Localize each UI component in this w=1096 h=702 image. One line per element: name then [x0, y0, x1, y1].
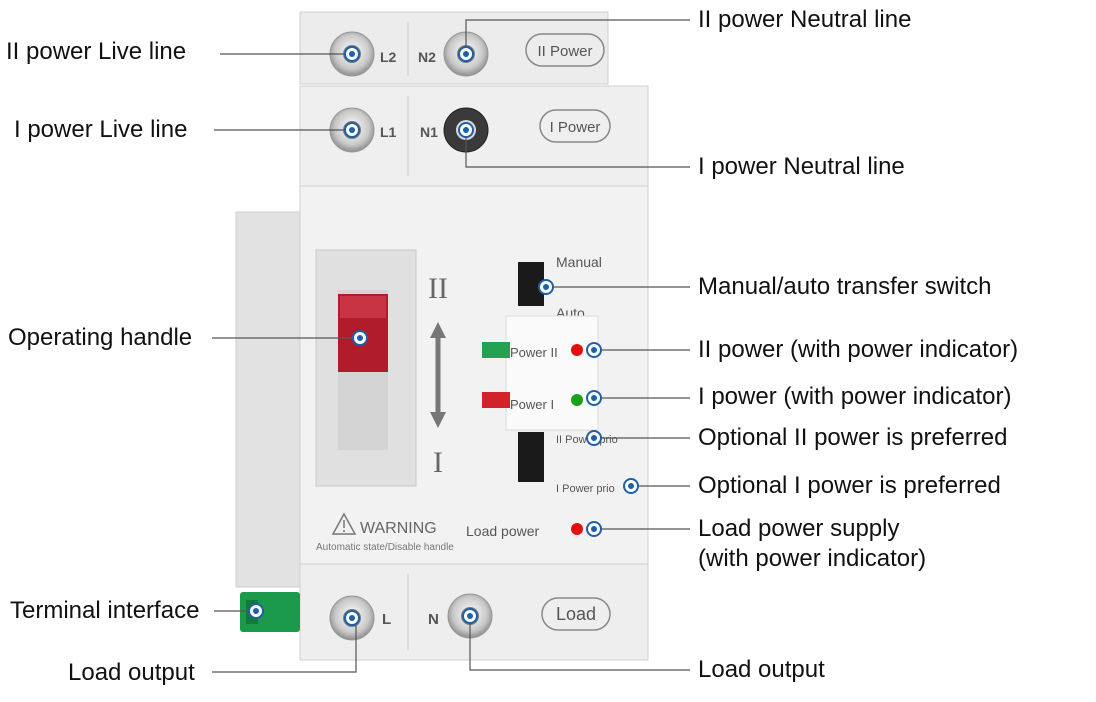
warning-subtitle: Automatic state/Disable handle	[316, 542, 454, 553]
handle-highlight	[340, 296, 386, 318]
label-power1: Power I	[510, 397, 554, 412]
marker-terminal	[248, 603, 264, 619]
warning-triangle-icon	[331, 512, 357, 535]
power1-led	[571, 394, 583, 406]
power1-color-tab	[482, 392, 510, 408]
power2-color-tab	[482, 342, 510, 358]
indicator-panel	[505, 315, 599, 431]
roman-2: II	[428, 272, 448, 305]
marker-power1	[586, 390, 602, 406]
callout-terminal: Terminal interface	[10, 597, 200, 624]
label-n: N	[428, 611, 439, 628]
load-power-led	[571, 523, 583, 535]
callout-p2-live: II power Live line	[6, 38, 187, 65]
badge-power1-outline	[539, 109, 611, 143]
marker-n1	[458, 122, 474, 138]
marker-load-n	[462, 608, 478, 624]
callout-load-output-left: Load output	[68, 659, 195, 686]
callout-p1-indicator: I power (with power indicator)	[698, 383, 1012, 410]
badge-power1: I Power	[550, 119, 601, 136]
marker-opt-p2	[586, 430, 602, 446]
label-l2: L2	[380, 49, 397, 65]
double-arrow-icon	[430, 322, 446, 428]
label-p1-prior: I Power prio	[556, 483, 615, 495]
callout-p1-live: I power Live line	[14, 116, 188, 143]
marker-n2	[458, 46, 474, 62]
badge-power2: II Power	[537, 43, 592, 60]
marker-load-power	[586, 521, 602, 537]
label-l1: L1	[380, 124, 397, 140]
marker-l1	[344, 122, 360, 138]
marker-manual-auto	[538, 279, 554, 295]
callout-p2-neutral: II power Neutral line	[698, 6, 912, 33]
warning-title: WARNING	[360, 520, 437, 537]
callout-load-supply: Load power supply (with power indicator)	[698, 515, 927, 572]
callout-load-output-right: Load output	[698, 656, 825, 683]
label-l: L	[382, 611, 391, 628]
callout-handle: Operating handle	[8, 324, 193, 351]
marker-l2	[344, 46, 360, 62]
label-manual: Manual	[556, 254, 602, 270]
marker-load-l	[344, 610, 360, 626]
label-n2: N2	[418, 49, 436, 65]
callout-markers	[248, 46, 639, 626]
marker-opt-p1	[623, 478, 639, 494]
badge-load: Load	[556, 604, 596, 624]
callout-p1-neutral: I power Neutral line	[698, 153, 905, 180]
callout-opt-p1: Optional I power is preferred	[698, 472, 1001, 499]
roman-1: I	[433, 446, 443, 479]
label-load-power: Load power	[466, 523, 540, 539]
badge-load-outline	[541, 597, 611, 631]
label-n1: N1	[420, 124, 438, 140]
priority-switch[interactable]	[518, 432, 544, 482]
leader-lines	[212, 19, 690, 673]
marker-handle	[352, 330, 368, 346]
marker-power2	[586, 342, 602, 358]
badge-power2-outline	[525, 33, 605, 67]
power2-led	[571, 344, 583, 356]
label-power2: Power II	[510, 345, 558, 360]
callout-p2-indicator: II power (with power indicator)	[698, 336, 1019, 363]
callout-manual-auto: Manual/auto transfer switch	[698, 273, 992, 300]
callout-opt-p2: Optional II power is preferred	[698, 424, 1008, 451]
